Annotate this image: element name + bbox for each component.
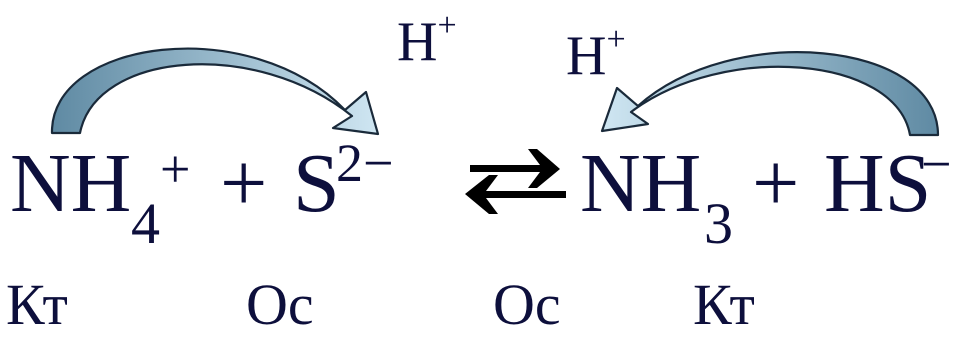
ammonium-base: NH <box>10 137 132 230</box>
ammonium-charge: + <box>160 139 191 199</box>
product-hydrosulfide: HS <box>824 142 931 226</box>
hydrosulfide-charge: − <box>921 134 952 194</box>
role-label-reactant2: Ос <box>246 272 314 337</box>
product-ammonia: NH <box>580 142 701 226</box>
hydrosulfide-base: HS <box>824 137 932 230</box>
plus-sign-left: + <box>220 137 268 230</box>
proton-right-charge: + <box>606 21 626 58</box>
forward-arrow-icon <box>470 149 560 188</box>
proton-label-left: H+ <box>397 9 457 73</box>
role-label-product2: Кт <box>693 272 755 337</box>
ammonia-subscript: 3 <box>704 191 733 256</box>
curved-arrow-left-icon <box>50 47 380 136</box>
sulfide-charge: 2− <box>336 133 394 193</box>
curved-arrow-right-icon <box>600 51 940 137</box>
reactant-sulfide: S <box>293 142 340 226</box>
equilibrium-arrows-icon <box>465 149 566 214</box>
role-label-reactant1: Кт <box>6 272 68 337</box>
reverse-arrow-icon <box>465 175 566 214</box>
reactant-ammonium: NH <box>10 142 131 226</box>
plus-sign-right: + <box>752 137 800 230</box>
proton-label-right: H+ <box>566 23 626 87</box>
proton-left-base: H <box>397 11 438 73</box>
ammonia-base: NH <box>580 137 702 230</box>
proton-left-charge: + <box>437 7 457 44</box>
ammonium-subscript: 4 <box>131 191 160 256</box>
role-label-product1: Ос <box>493 272 561 337</box>
proton-right-base: H <box>566 25 607 87</box>
sulfide-base: S <box>293 137 340 230</box>
